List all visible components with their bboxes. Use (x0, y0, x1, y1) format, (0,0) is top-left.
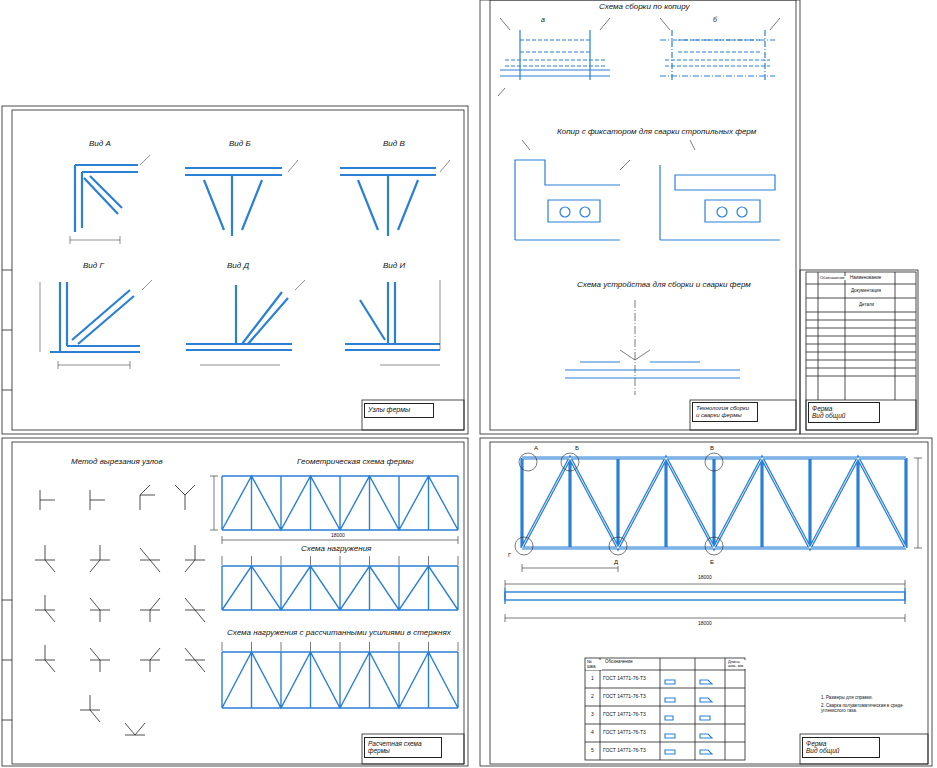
drawing-label: 2 (590, 694, 595, 700)
drawing-label: Д (613, 559, 619, 566)
title-text: Расчетная схема фермы (368, 740, 438, 755)
drawing-label: 18000 (697, 621, 713, 627)
view-heading: Вид Г (82, 262, 105, 271)
view-heading: Схема устройства для сборки и сварки фер… (576, 281, 752, 290)
title-block: Расчетная схема фермы (364, 737, 442, 758)
drawing-label: Е (709, 559, 715, 566)
drawing-label: 3 (590, 712, 595, 718)
view-heading: Метод вырезания узлов (70, 458, 164, 467)
drawing-label: Обозначение (604, 660, 634, 665)
assembly-jig-schemes (500, 30, 780, 378)
view-heading: Копир с фиксатором для сварки стропильны… (556, 128, 757, 137)
view-heading: Вид Б (228, 140, 252, 149)
title-text: Ферма (806, 740, 876, 747)
title-text: Ферма (812, 405, 876, 412)
weld-sketches (665, 680, 712, 754)
drawing-label: Длина шва, мм (727, 660, 746, 669)
view-heading: а (540, 16, 546, 24)
drawing-label: Детали (858, 303, 875, 308)
view-heading: Вид А (88, 140, 112, 149)
view-heading: Схема сборки по копиру (598, 3, 690, 12)
drawing-label: Б (574, 445, 580, 452)
view-heading: Вид Д (226, 262, 250, 271)
title-text: Вид общий (812, 412, 876, 419)
drawing-label: ГОСТ 14771-76-Т3 (602, 730, 647, 736)
truss-general-view (505, 458, 906, 604)
node-cutting-method (35, 485, 205, 735)
load-arrows (210, 476, 458, 651)
view-heading: б (712, 16, 718, 24)
title-text: Технология сборки и сварки фермы (696, 405, 754, 419)
drawing-label: А (533, 445, 539, 452)
title-text: Вид общий (806, 747, 876, 754)
drawing-label: Обозначение (819, 276, 846, 280)
drawing-label: Г (507, 552, 512, 559)
view-heading: Вид И (382, 262, 406, 271)
drawing-label: ГОСТ 14771-76-Т3 (602, 748, 647, 754)
title-text: Узлы фермы (368, 406, 430, 414)
drawing-label: 1. Размеры для справки. (820, 696, 917, 701)
truss-schemes (222, 476, 458, 708)
title-block: ФермаВид общий (808, 402, 880, 423)
drawing-label: 2. Сварка полуавтоматическая в среде угл… (820, 704, 917, 714)
drawing-label: ГОСТ 14771-76-Т3 (602, 676, 647, 682)
drawing-label: № шва (586, 660, 602, 670)
drawing-label: 4 (590, 730, 595, 736)
drawing-label: 5 (590, 748, 595, 754)
view-heading: Схема нагружения с рассчитанными усилиям… (226, 629, 452, 638)
view-markers (505, 453, 922, 622)
drawing-label: 1 (590, 676, 595, 682)
title-block: ФермаВид общий (802, 737, 880, 758)
view-heading: Схема нагружения (300, 545, 372, 554)
drawing-label: 18000 (330, 533, 346, 539)
drawing-label: Документация (850, 289, 882, 294)
truss-nodes-views (50, 165, 440, 352)
dimension-lines (40, 155, 450, 369)
drawing-label: 18000 (697, 575, 713, 581)
drawing-label: ГОСТ 14771-76-Т3 (602, 712, 647, 718)
title-block: Узлы фермы (364, 403, 434, 418)
view-heading: Вид В (382, 140, 406, 149)
view-heading: Геометрическая схема фермы (296, 458, 415, 467)
leader-lines (498, 18, 780, 395)
drawing-label: ГОСТ 14771-76-Т3 (602, 694, 647, 700)
drawing-label: В (709, 445, 715, 452)
title-block: Технология сборки и сварки фермы (692, 402, 758, 422)
drawing-label: Наименование (849, 276, 882, 281)
